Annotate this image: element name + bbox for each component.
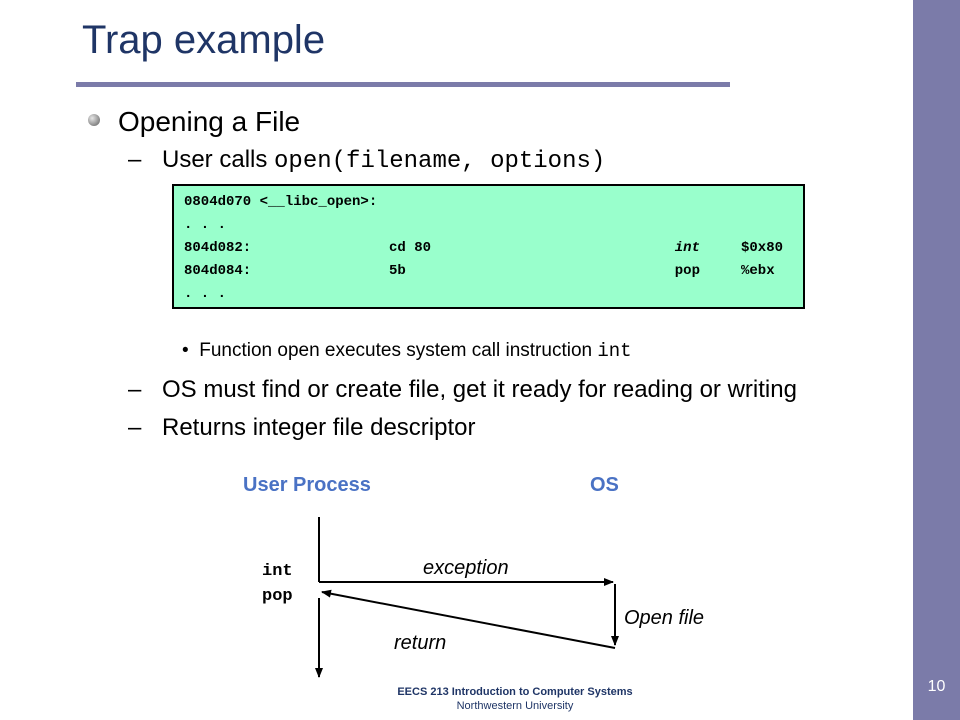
exception-label: exception [423, 557, 509, 579]
user-process-label: User Process [243, 474, 371, 496]
bullet-user-calls: –User calls open(filename, options) [128, 146, 605, 175]
bullet-os-must: –OS must find or create file, get it rea… [128, 376, 797, 404]
returns-text: Returns integer file descriptor [162, 414, 476, 441]
bullet-dot-icon [88, 114, 100, 126]
sub-bullet-function-open: • Function open executes system call ins… [182, 340, 632, 362]
code-address: 804d084: [184, 263, 252, 279]
bullet-opening-file: Opening a File [118, 106, 301, 137]
dash-icon: – [128, 414, 142, 441]
os-must-text: OS must find or create file, get it read… [162, 376, 797, 403]
title-underline [76, 82, 730, 87]
sub-bullet-code: int [597, 340, 632, 362]
int-label: int [262, 562, 293, 581]
code-argument: %ebx [741, 263, 775, 279]
code-ellipsis-bottom: . . . [184, 286, 227, 302]
slide-sidebar [913, 0, 960, 720]
user-calls-text: User calls [162, 146, 275, 173]
slide-title: Trap example [82, 18, 326, 62]
footer-course: EECS 213 Introduction to Computer System… [397, 686, 633, 698]
dash-icon: – [128, 376, 142, 403]
return-label: return [394, 632, 447, 654]
sub-bullet-text: Function open executes system call instr… [199, 340, 598, 361]
open-file-label: Open file [624, 607, 705, 629]
code-header: 0804d070 <__libc_open>: [184, 194, 378, 210]
bullet-returns: –Returns integer file descriptor [128, 414, 475, 442]
pop-label: pop [262, 587, 293, 606]
code-ellipsis-top: . . . [184, 217, 227, 233]
os-label: OS [590, 474, 619, 496]
code-listing: 0804d070 <__libc_open>: . . . 804d082: c… [172, 184, 805, 309]
code-bytes: 5b [389, 263, 406, 279]
page-number: 10 [927, 678, 946, 695]
code-address: 804d082: [184, 240, 252, 256]
small-bullet-icon: • [182, 340, 200, 361]
code-bytes: cd 80 [389, 240, 432, 256]
dash-icon: – [128, 146, 142, 173]
return-arrow [321, 589, 616, 649]
footer-university: Northwestern University [456, 700, 574, 712]
code-opcode: int [674, 240, 700, 256]
user-calls-code: open(filename, options) [274, 148, 606, 175]
code-argument: $0x80 [741, 240, 784, 256]
code-opcode: pop [674, 263, 700, 279]
